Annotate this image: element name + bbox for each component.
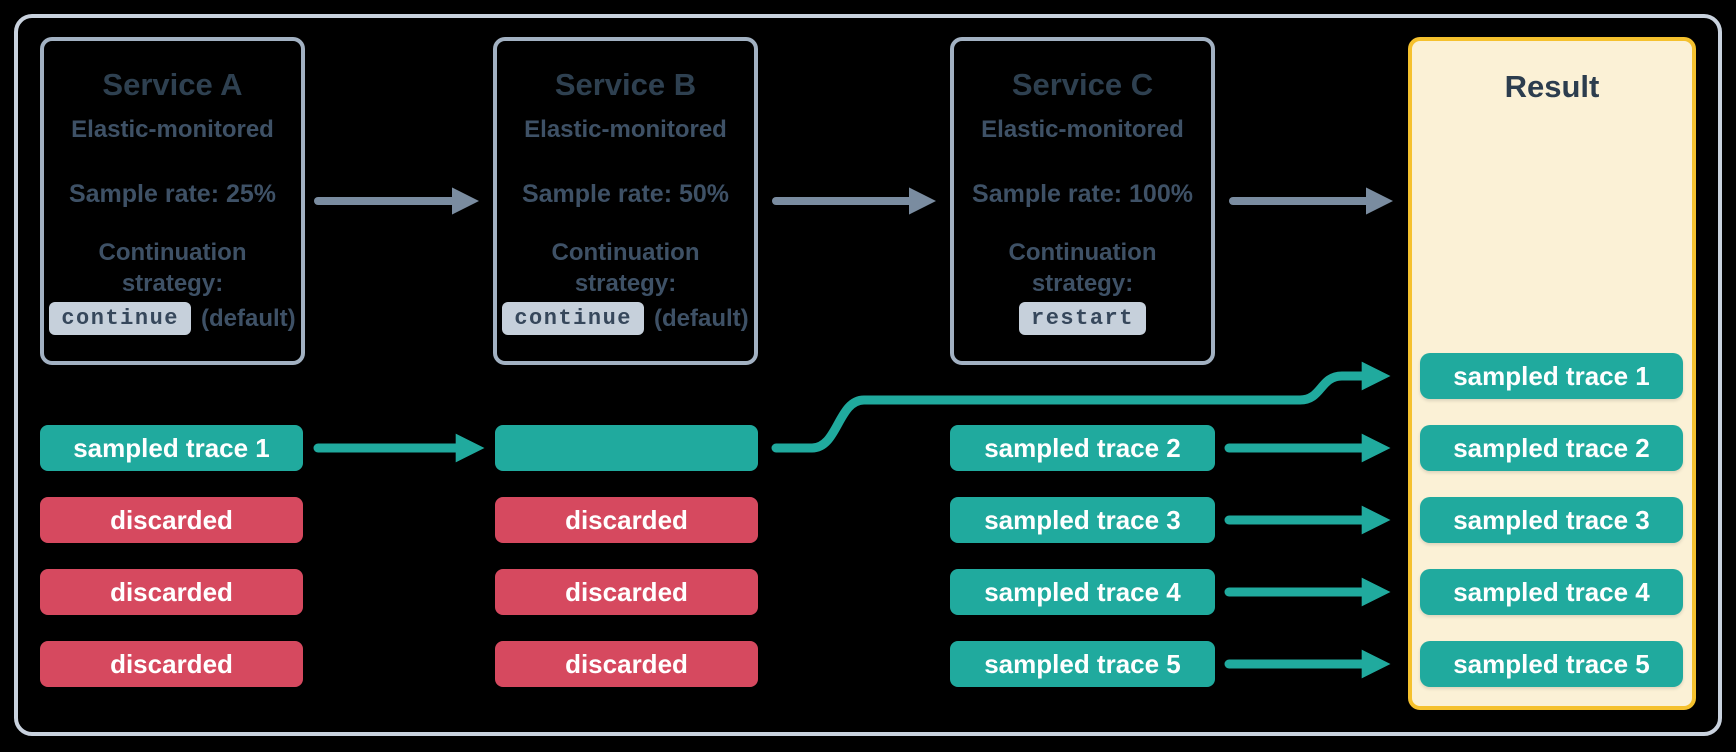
service-c-continuation-label: Continuation strategy: xyxy=(1008,239,1157,297)
outer-frame xyxy=(14,14,1722,736)
service-a-strategy-suffix: (default) xyxy=(200,304,296,332)
trace-chip-a-discarded-1: discarded xyxy=(40,497,303,543)
trace-chip-c-sampled-2: sampled trace 2 xyxy=(950,425,1215,471)
trace-chip-a-sampled-1: sampled trace 1 xyxy=(40,425,303,471)
service-a-box: Service A Elastic-monitored Sample rate:… xyxy=(40,37,305,365)
service-b-title: Service B xyxy=(554,67,697,102)
trace-chip-c-sampled-3: sampled trace 3 xyxy=(950,497,1215,543)
trace-chip-b-discarded-2: discarded xyxy=(495,569,758,615)
service-a-strategy-code: continue xyxy=(49,302,191,335)
service-c-strategy: restart xyxy=(1019,302,1146,335)
service-b-sample-rate: Sample rate: 50% xyxy=(521,180,730,208)
service-a-subtitle: Elastic-monitored xyxy=(71,116,274,143)
service-b-strategy-suffix: (default) xyxy=(653,304,749,332)
trace-chip-b-sampled-unlabeled xyxy=(495,425,758,471)
service-c-subtitle: Elastic-monitored xyxy=(981,116,1184,143)
service-a-strategy: continue (default) xyxy=(49,302,296,335)
trace-chip-b-discarded-1: discarded xyxy=(495,497,758,543)
service-a-sample-rate: Sample rate: 25% xyxy=(68,180,277,208)
service-c-box: Service C Elastic-monitored Sample rate:… xyxy=(950,37,1215,365)
service-a-continuation-label: Continuation strategy: xyxy=(98,239,247,297)
service-b-strategy: continue (default) xyxy=(502,302,749,335)
result-title: Result xyxy=(1504,69,1600,104)
trace-chip-a-discarded-2: discarded xyxy=(40,569,303,615)
result-chip-sampled-1: sampled trace 1 xyxy=(1420,353,1683,399)
service-a-title: Service A xyxy=(102,67,243,102)
trace-chip-a-discarded-3: discarded xyxy=(40,641,303,687)
trace-chip-b-discarded-3: discarded xyxy=(495,641,758,687)
trace-chip-c-sampled-5: sampled trace 5 xyxy=(950,641,1215,687)
trace-chip-c-sampled-4: sampled trace 4 xyxy=(950,569,1215,615)
result-chip-sampled-2: sampled trace 2 xyxy=(1420,425,1683,471)
service-b-continuation-label: Continuation strategy: xyxy=(551,239,700,297)
result-chip-sampled-4: sampled trace 4 xyxy=(1420,569,1683,615)
service-c-title: Service C xyxy=(1011,67,1154,102)
service-c-strategy-code: restart xyxy=(1019,302,1146,335)
result-chip-sampled-3: sampled trace 3 xyxy=(1420,497,1683,543)
service-b-strategy-code: continue xyxy=(502,302,644,335)
service-c-sample-rate: Sample rate: 100% xyxy=(972,180,1193,208)
service-b-subtitle: Elastic-monitored xyxy=(524,116,727,143)
result-chip-sampled-5: sampled trace 5 xyxy=(1420,641,1683,687)
service-b-box: Service B Elastic-monitored Sample rate:… xyxy=(493,37,758,365)
